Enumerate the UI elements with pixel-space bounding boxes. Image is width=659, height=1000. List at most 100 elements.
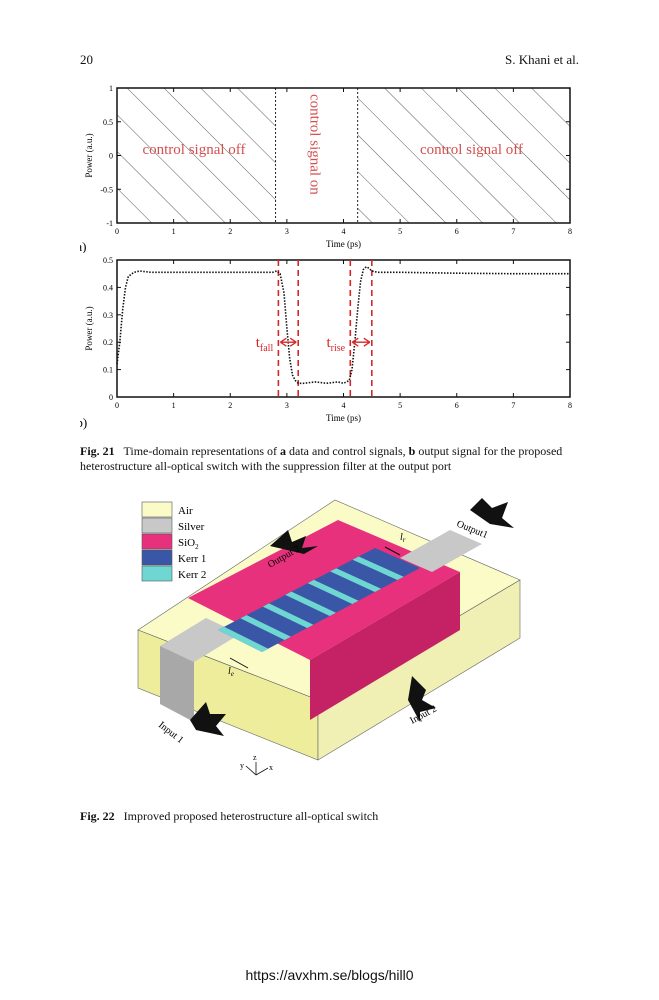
fig21-caption: Fig. 21 Time-domain representations of a…	[80, 444, 580, 474]
axis-label-y: y	[240, 761, 244, 770]
input1-arrow-icon	[190, 702, 226, 736]
y-axis-label: Power (a.u.)	[84, 133, 94, 177]
plot-frame	[116, 259, 571, 398]
kerr2-stripe-10	[330, 568, 382, 592]
legend-swatch-air	[141, 501, 173, 518]
y-axis-label: Power (a.u.)	[84, 306, 94, 350]
y-tick-label-3: 0.3	[103, 311, 113, 320]
kerr2-stripe-4	[262, 603, 314, 628]
device-body	[137, 499, 521, 761]
y-tick-label-2: 0.2	[103, 338, 113, 347]
legend-label-sio2: SiO2	[178, 537, 199, 551]
x-tick-label-6: 6	[455, 227, 459, 236]
control-off-region-0	[117, 88, 276, 223]
x-tick-label-2: 2	[228, 401, 232, 410]
axis-triad-icon: y z x	[240, 753, 273, 776]
silver-left-side	[160, 646, 194, 722]
fig21-caption-a: a	[280, 444, 286, 458]
fig22-caption-text: Improved proposed heterostructure all-op…	[123, 809, 379, 823]
y-tick-label-5: 0.5	[103, 256, 113, 265]
x-tick-label-5: 5	[398, 227, 402, 236]
x-axis-label: Time (ps)	[326, 239, 361, 249]
hatch-group	[117, 88, 570, 223]
fig21-caption-b: b	[408, 444, 416, 458]
sio2-side	[310, 572, 460, 720]
x-tick-label-3: 3	[285, 401, 289, 410]
control-off-region-1	[357, 88, 570, 223]
x-tick-label-8: 8	[568, 401, 572, 410]
fig22-caption-label: Fig. 22	[80, 809, 115, 823]
x-tick-label-4: 4	[342, 401, 346, 410]
panel-a-label: (a)	[80, 239, 86, 253]
x-axis-label: Time (ps)	[326, 413, 361, 423]
panel-b-label: (b)	[80, 415, 87, 430]
kerr2-stripes	[218, 556, 404, 652]
fig22-caption: Fig. 22 Improved proposed heterostructur…	[80, 809, 580, 824]
legend-label-kerr2: Kerr 2	[178, 569, 206, 581]
t-rise-label: trise	[327, 335, 346, 354]
x-tick-label-8: 8	[568, 227, 572, 236]
silver-right	[400, 530, 482, 572]
fig21-caption-label: Fig. 21	[80, 444, 115, 458]
t-rise-arrowheads	[351, 337, 371, 347]
legend-swatch-silver	[141, 517, 173, 534]
y-tick-label-0: 0	[109, 393, 113, 402]
y-tick-label-1: -0.5	[100, 185, 113, 194]
fig21-caption-part1: Time-domain representations of	[123, 444, 280, 458]
output2-arrow-icon	[270, 530, 318, 554]
output-signal-line	[116, 265, 570, 385]
t-fall-arrowheads	[280, 337, 297, 347]
kerr2-stripe-6	[285, 591, 336, 616]
legend-label-kerr1: Kerr 1	[178, 553, 206, 565]
x-tick-label-4: 4	[342, 227, 346, 236]
y-tick-label-4: 0.4	[103, 283, 113, 292]
t-fall-label: tfall	[256, 335, 274, 354]
legend-swatch-sio2	[141, 533, 173, 550]
kerr2-stripe-2	[240, 615, 291, 640]
text-control-off-right: control signal off	[420, 142, 523, 158]
legend-label-silver: Silver	[178, 521, 205, 533]
label-le: le	[228, 666, 234, 678]
fig21-caption-line2: heterostructure all-optical switch with …	[80, 459, 452, 473]
x-tick-label-2: 2	[228, 227, 232, 236]
kerr2-stripe-12	[352, 556, 404, 580]
running-header-authors: S. Khani et al.	[504, 52, 579, 67]
label-lr: lr	[400, 532, 406, 544]
y-tick-label-3: 0.5	[103, 118, 113, 127]
y-tick-label-2: 0	[109, 152, 113, 161]
x-tick-label-0: 0	[115, 401, 119, 410]
x-tick-label-7: 7	[511, 227, 515, 236]
legend-swatch-kerr2	[141, 565, 173, 582]
axis-label-x: x	[269, 763, 273, 772]
y-tick-label-1: 0.1	[103, 366, 113, 375]
legend-label-air: Air	[178, 505, 193, 517]
le-marker	[229, 657, 249, 669]
axis-label-z: z	[253, 753, 257, 762]
label-input1: Input 1	[156, 720, 185, 746]
kerr2-stripe-0	[218, 626, 269, 652]
text-control-on: control signal on	[307, 94, 323, 195]
x-tick-label-0: 0	[115, 227, 119, 236]
y-tick-label-4: 1	[109, 84, 113, 93]
page-number: 20	[80, 52, 93, 67]
output1-arrow-icon	[470, 498, 514, 528]
text-control-off-left: control signal off	[142, 142, 245, 158]
fig21-caption-part2: data and control signals,	[286, 444, 409, 458]
footer-url: https://avxhm.se/blogs/hill0	[245, 967, 414, 983]
t-rise-sub: rise	[331, 343, 346, 354]
fig21-caption-part3: output signal for the proposed	[415, 444, 563, 458]
kerr2-stripe-8	[307, 579, 359, 604]
y-tick-label-0: -1	[106, 219, 113, 228]
t-fall-sub: fall	[260, 343, 274, 354]
x-tick-label-1: 1	[172, 401, 176, 410]
input2-arrow-icon	[408, 676, 436, 722]
x-tick-label-1: 1	[172, 227, 176, 236]
x-tick-label-7: 7	[511, 401, 515, 410]
t-rise-t: t	[327, 335, 332, 351]
lr-marker	[384, 546, 401, 556]
fig22-illustration: Air Silver SiO2 Kerr 1 Kerr 2 Output 2 O…	[137, 498, 521, 776]
x-tick-label-5: 5	[398, 401, 402, 410]
t-fall-t: t	[256, 335, 261, 351]
